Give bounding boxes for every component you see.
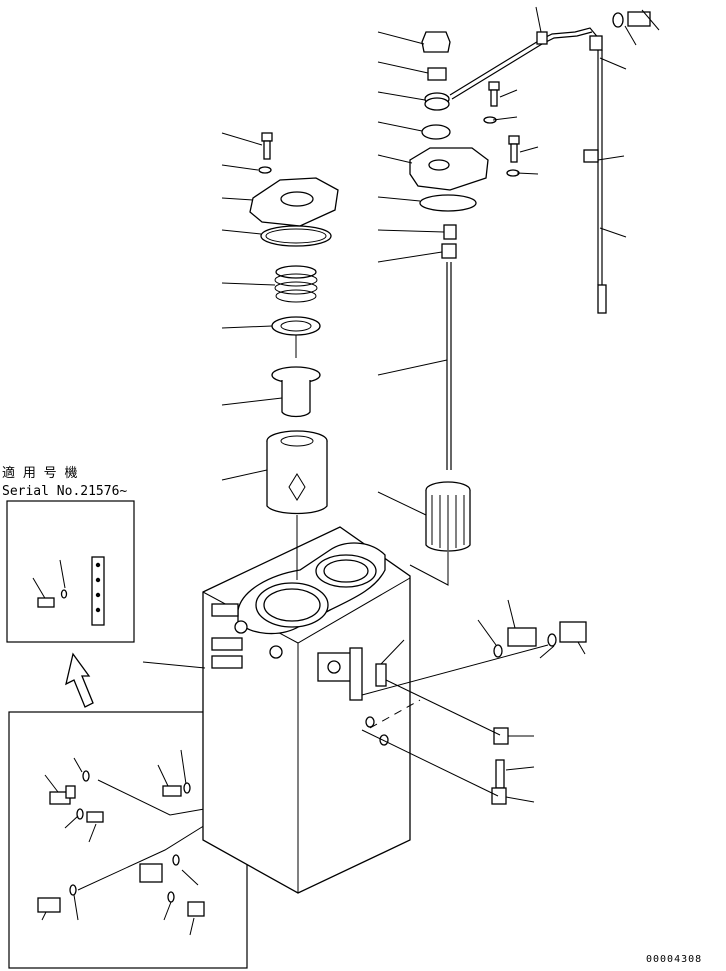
drawing-code: 00004308 bbox=[646, 954, 702, 965]
breather-tube-assembly bbox=[449, 6, 660, 314]
arrow-up-icon bbox=[65, 652, 94, 708]
serial-note-line1: 適 用 号 機 bbox=[2, 465, 77, 481]
filter-cover-stack bbox=[249, 132, 339, 580]
serial-note-line2: Serial No.21576~ bbox=[2, 484, 127, 499]
inset-box-serial bbox=[6, 500, 135, 643]
leader-tank bbox=[142, 661, 206, 669]
right-fittings bbox=[317, 599, 587, 805]
hydraulic-tank-body bbox=[202, 526, 411, 894]
leaders-center-stack bbox=[377, 31, 539, 516]
breather-strainer-stack bbox=[409, 31, 520, 586]
leaders-left-stack bbox=[221, 132, 283, 481]
